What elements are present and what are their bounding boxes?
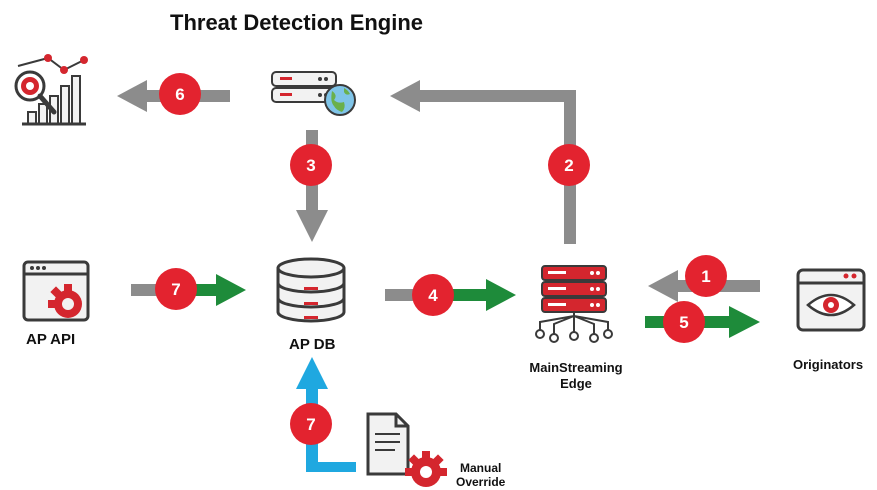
node-label-edge-line1: MainStreaming [529,360,623,375]
badge-step-4-label: 4 [428,286,438,305]
badge-step-7-api: 7 [155,268,197,310]
document-gear-icon [366,412,447,487]
badge-step-7-api-label: 7 [171,280,180,299]
badge-step-5-label: 5 [679,313,688,332]
server-globe-icon [271,71,356,116]
node-label-ap-api: AP API [26,331,76,348]
node-label-originators: Originators [793,357,864,372]
api-window-gear-icon [22,260,90,322]
diagram-title: Threat Detection Engine [170,10,424,35]
badge-step-2: 2 [548,144,590,186]
arrow-step-2 [390,80,576,244]
originator-eye-window-icon [796,268,866,332]
badge-step-7-override-label: 7 [306,415,315,434]
edge-server-icon [535,265,613,343]
node-label-override-line1: Manual [460,461,502,475]
badge-step-1-label: 1 [701,267,710,286]
node-label-edge-line2: Edge [560,376,592,391]
badge-step-2-label: 2 [564,156,573,175]
badge-step-3: 3 [290,144,332,186]
badge-step-1: 1 [685,255,727,297]
badge-step-3-label: 3 [306,156,315,175]
badge-step-6-label: 6 [175,85,184,104]
node-label-ap-db: AP DB [289,336,336,353]
node-label-override-line2: Override [456,475,506,489]
badge-step-4: 4 [412,274,454,316]
analytics-chart-icon [14,54,88,126]
database-icon [276,257,346,323]
badge-step-5: 5 [663,301,705,343]
badge-step-7-override: 7 [290,403,332,445]
badge-step-6: 6 [159,73,201,115]
